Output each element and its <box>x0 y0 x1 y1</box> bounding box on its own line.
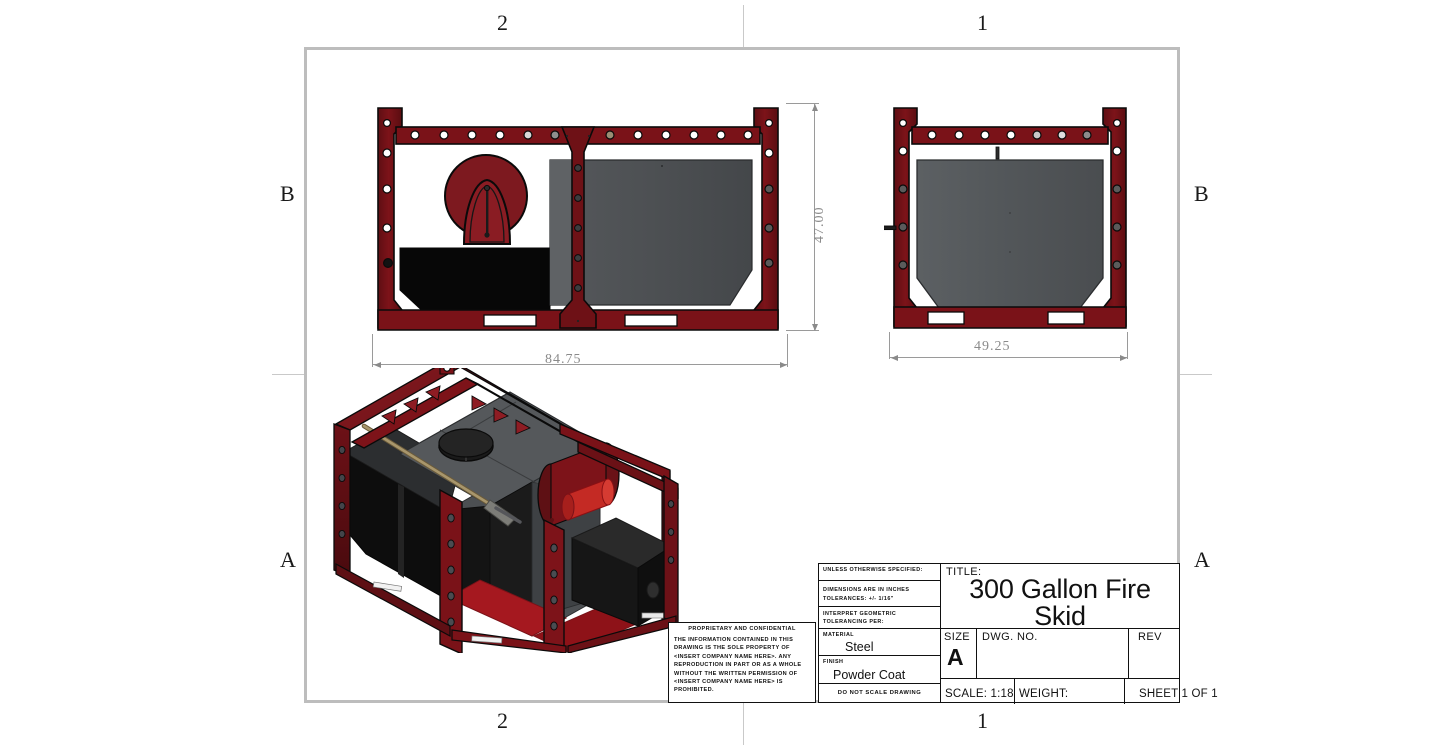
title-block-notes-column: UNLESS OTHERWISE SPECIFIED: DIMENSIONS A… <box>819 564 941 702</box>
dimension-text-height: 47.00 <box>812 206 827 244</box>
cell-title: TITLE: 300 Gallon Fire Skid <box>941 564 1179 631</box>
ext-line-width-right <box>787 334 788 367</box>
dimension-text-width: 84.75 <box>545 352 582 367</box>
dimension-text-depth: 49.25 <box>974 339 1011 354</box>
ext-line-height-bottom <box>786 330 819 331</box>
label-material: MATERIAL <box>823 632 855 638</box>
arrowhead-depth-left <box>891 354 898 361</box>
label-dimensions-inches: DIMENSIONS ARE IN INCHES <box>823 587 910 593</box>
value-weight: WEIGHT: <box>1019 688 1069 700</box>
dim-line-depth <box>889 357 1128 358</box>
value-size: A <box>947 644 964 670</box>
dim-line-width <box>372 364 788 365</box>
cell-size-dwg-rev: SIZE A DWG. NO. REV <box>941 629 1179 679</box>
ext-line-height-top <box>786 103 819 104</box>
cell-interpret-geometric: INTERPRET GEOMETRIC TOLERANCING PER: <box>819 607 940 629</box>
value-scale: SCALE: 1:18 <box>945 688 1014 700</box>
cell-unless-specified: UNLESS OTHERWISE SPECIFIED: <box>819 564 940 581</box>
zone-label-top-2: 2 <box>497 10 509 35</box>
zone-tick-right <box>1178 374 1212 376</box>
zone-label-top-1: 1 <box>977 10 989 35</box>
isometric-view <box>320 359 690 656</box>
value-finish: Powder Coat <box>833 668 906 682</box>
cell-size: SIZE A <box>941 629 977 678</box>
label-title: TITLE: <box>946 566 982 578</box>
value-sheet: SHEET 1 OF 1 <box>1139 688 1218 700</box>
side-elevation-view <box>879 100 1136 334</box>
value-material: Steel <box>845 640 874 654</box>
label-size: SIZE <box>944 631 971 643</box>
label-dwg-no: DWG. NO. <box>982 631 1038 643</box>
ext-line-width-left <box>372 334 373 367</box>
cell-do-not-scale: DO NOT SCALE DRAWING <box>819 684 940 704</box>
title-block-main-column: TITLE: 300 Gallon Fire Skid SIZE A DWG. … <box>941 564 1218 704</box>
value-title: 300 Gallon Fire Skid <box>969 574 1151 631</box>
label-interpret-geometric: INTERPRET GEOMETRIC <box>823 611 897 617</box>
arrowhead-width-right <box>780 361 787 368</box>
cell-dimensions-tolerances: DIMENSIONS ARE IN INCHES TOLERANCES: +/-… <box>819 581 940 607</box>
zone-tick-top <box>743 5 745 47</box>
cell-weight: WEIGHT: <box>1015 679 1125 704</box>
cell-material: MATERIAL Steel <box>819 629 940 656</box>
zone-label-bottom-1: 1 <box>977 708 989 733</box>
label-tolerances: TOLERANCES: +/- 1/16" <box>823 596 894 602</box>
label-rev: REV <box>1138 631 1162 643</box>
zone-label-left-b: B <box>280 181 296 206</box>
label-finish: FINISH <box>823 659 844 665</box>
cell-finish: FINISH Powder Coat <box>819 656 940 684</box>
arrowhead-width-left <box>374 361 381 368</box>
arrowhead-height-top <box>811 104 818 111</box>
cell-scale-weight-sheet: SCALE: 1:18 WEIGHT: SHEET 1 OF 1 <box>941 679 1218 704</box>
proprietary-heading: PROPRIETARY AND CONFIDENTIAL <box>688 626 796 632</box>
zone-tick-bottom <box>743 703 745 745</box>
title-block: UNLESS OTHERWISE SPECIFIED: DIMENSIONS A… <box>818 563 1218 704</box>
cell-sheet: SHEET 1 OF 1 <box>1125 679 1218 704</box>
ext-line-depth-right <box>1127 332 1128 359</box>
zone-label-right-a: A <box>1194 547 1211 572</box>
proprietary-body: THE INFORMATION CONTAINED IN THIS DRAWIN… <box>674 637 802 694</box>
cell-scale: SCALE: 1:18 <box>941 679 1015 704</box>
zone-label-right-b: B <box>1194 181 1210 206</box>
label-do-not-scale: DO NOT SCALE DRAWING <box>837 690 922 696</box>
cell-dwg-no: DWG. NO. <box>977 629 1129 678</box>
arrowhead-height-bottom <box>811 324 818 331</box>
arrowhead-depth-right <box>1120 354 1127 361</box>
label-unless-specified: UNLESS OTHERWISE SPECIFIED: <box>823 567 923 573</box>
proprietary-notice-block: PROPRIETARY AND CONFIDENTIAL THE INFORMA… <box>668 622 816 703</box>
front-elevation-view <box>372 100 784 332</box>
label-tolerancing-per: TOLERANCING PER: <box>823 619 885 625</box>
cell-rev: REV <box>1129 629 1179 678</box>
zone-label-left-a: A <box>280 547 297 572</box>
dim-line-height <box>814 103 815 331</box>
ext-line-depth-left <box>889 332 890 359</box>
zone-label-bottom-2: 2 <box>497 708 509 733</box>
zone-tick-left <box>272 374 306 376</box>
